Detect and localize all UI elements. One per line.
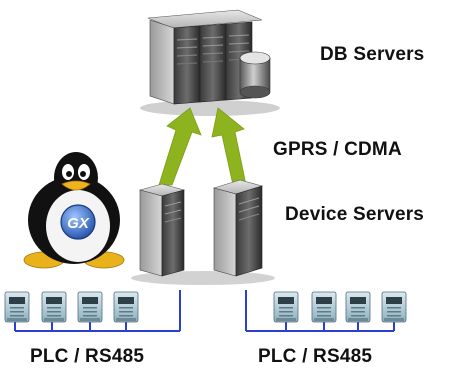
plc-meters-left [4, 291, 139, 323]
db-server-1 [149, 19, 201, 105]
uplink-arrows [158, 107, 247, 186]
uplink-arrow-left [158, 107, 202, 186]
device-server-left [138, 183, 186, 277]
plc-meter-icon [41, 291, 67, 323]
plc-meter-icon [113, 291, 139, 323]
device-servers-label: Device Servers [285, 204, 425, 225]
plc-meter-icon [345, 291, 371, 323]
db-servers-label: DB Servers [320, 44, 425, 65]
device-servers [131, 179, 275, 285]
gx-badge-icon: GX [60, 204, 96, 240]
plc-meters-right [273, 291, 407, 323]
db-server-rack [140, 9, 280, 116]
plc-left-label: PLC / RS485 [30, 346, 145, 367]
gx-badge-text: GX [67, 215, 90, 232]
uplink-arrow-right [211, 107, 247, 186]
rs485-bus-right [245, 290, 395, 332]
db-server-2 [199, 23, 227, 103]
tux-penguin-icon: GX [23, 152, 125, 269]
plc-meter-icon [273, 291, 299, 323]
plc-meter-icon [77, 291, 103, 323]
plc-right-label: PLC / RS485 [258, 346, 373, 367]
plc-meter-icon [311, 291, 337, 323]
network-label: GPRS / CDMA [273, 139, 402, 160]
db-rack-shadow [140, 100, 280, 116]
plc-meter-icon [4, 291, 30, 323]
database-cylinder-icon [239, 51, 271, 99]
plc-meter-icon [381, 291, 407, 323]
device-server-right [212, 179, 264, 277]
rs485-bus-left [14, 290, 181, 332]
